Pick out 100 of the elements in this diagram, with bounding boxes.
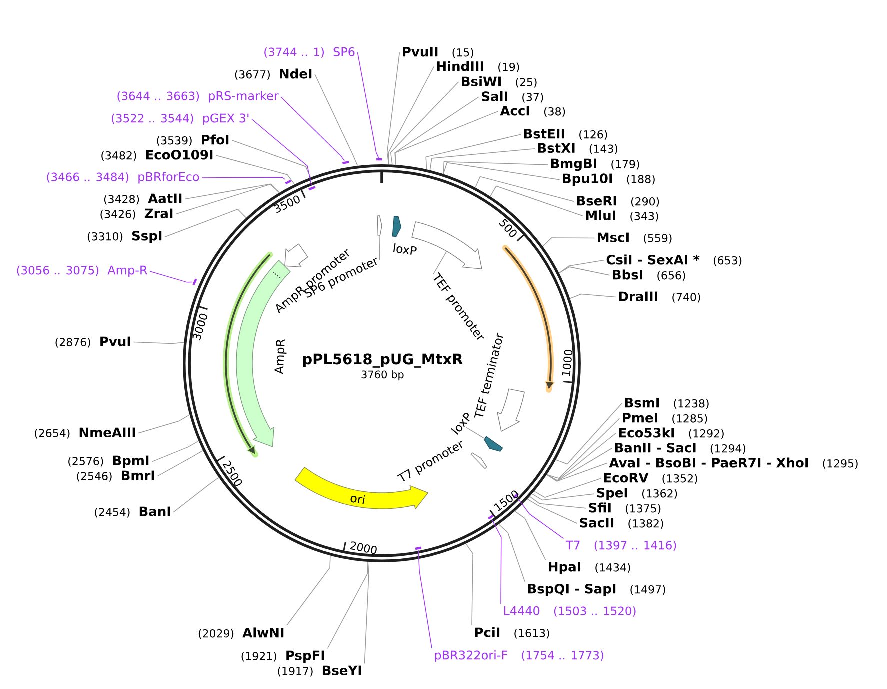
enzyme-name: PspFI xyxy=(286,650,324,663)
enzyme-name: PvuI xyxy=(100,336,130,346)
enzyme-name: PciI xyxy=(475,627,500,638)
cut-position: (740) xyxy=(672,292,700,303)
cut-position: (179) xyxy=(612,160,640,170)
leader-line xyxy=(395,111,498,166)
cut-position: (1352) xyxy=(662,474,698,484)
leader-line xyxy=(133,342,184,344)
primer-name: Amp-R xyxy=(108,266,148,278)
leader-line xyxy=(327,562,368,649)
enzyme-name: BbsI xyxy=(613,270,642,280)
primer-range: (3644 .. 3663) xyxy=(118,92,200,102)
enzyme-name: BspQI - SapI xyxy=(528,584,616,596)
primer-name: T7 xyxy=(566,540,580,550)
enzyme-name: HpaI xyxy=(549,562,580,574)
enzyme-name: HindIII xyxy=(437,61,484,72)
node-label: loxP xyxy=(393,243,417,255)
enzyme-name: AvaI - BsoBI - PaeR7I - XhoI xyxy=(609,458,808,468)
leader-line xyxy=(152,440,200,462)
leader-line xyxy=(176,184,280,215)
enzyme-name: SalI xyxy=(482,91,508,102)
enzyme-name: BstEII xyxy=(524,129,564,139)
orf-indicator xyxy=(223,252,274,458)
enzyme-name: SfiI xyxy=(589,502,611,513)
cut-position: (3426) xyxy=(100,210,136,220)
feature-block xyxy=(484,436,504,452)
enzyme-name: BsiWI xyxy=(462,76,501,86)
cut-position: (1497) xyxy=(630,585,666,596)
cut-position: (1238) xyxy=(674,399,709,410)
cut-position: (290) xyxy=(631,197,660,208)
enzyme-name: PfoI xyxy=(202,134,229,145)
enzyme-name: BseYI xyxy=(322,666,362,676)
enzyme-name: BanII - SacI xyxy=(615,442,696,453)
leader-line xyxy=(466,544,474,626)
cut-position: (653) xyxy=(714,256,742,266)
leader-line xyxy=(546,433,616,482)
leader-line xyxy=(546,463,608,482)
scale-label: 3000 xyxy=(192,314,208,341)
leader-line xyxy=(492,520,502,605)
cut-position: (2876) xyxy=(56,338,90,348)
leader-line xyxy=(518,499,564,540)
cut-position: (126) xyxy=(580,130,608,140)
enzyme-name: AccI xyxy=(500,106,530,116)
primer-name: pBRforEco xyxy=(138,172,200,184)
feature-block xyxy=(377,216,382,236)
enzyme-name: NdeI xyxy=(280,68,312,79)
enzyme-name: DraIII xyxy=(619,292,658,302)
cut-position: (25) xyxy=(516,78,537,88)
primer-mark xyxy=(513,493,519,499)
enzyme-name: CsiI - SexAI * xyxy=(606,254,700,265)
leader-line xyxy=(527,498,578,524)
cut-position: (3310) xyxy=(88,232,123,242)
primer-mark xyxy=(308,186,316,191)
enzyme-name: BanI xyxy=(140,506,170,516)
cut-position: (19) xyxy=(498,62,520,73)
cut-position: (2576) xyxy=(68,456,104,467)
enzyme-name: PvuII xyxy=(403,47,438,57)
leader-line xyxy=(534,478,602,498)
cut-position: (559) xyxy=(644,234,672,244)
leader-line xyxy=(514,511,546,560)
leader-line xyxy=(559,260,604,274)
cut-position: (2454) xyxy=(95,508,130,518)
cut-position: (15) xyxy=(452,48,474,58)
primer-range: (1397 .. 1416) xyxy=(594,540,676,552)
leader-line xyxy=(426,134,522,170)
primer-range: (3522 .. 3544) xyxy=(112,114,194,124)
primer-range: (1754 .. 1773) xyxy=(522,650,604,662)
enzyme-name: PmeI xyxy=(623,413,658,423)
enzyme-name: EcoO109I xyxy=(146,150,213,160)
leader-line xyxy=(164,208,247,238)
enzyme-name: EcoRV xyxy=(604,473,649,483)
enzyme-name: BmgBI xyxy=(551,158,596,172)
leader-line xyxy=(546,418,620,479)
leader-line xyxy=(173,477,220,513)
cut-position: (3428) xyxy=(104,194,140,205)
cut-position: (38) xyxy=(544,107,566,118)
cut-position: (188) xyxy=(627,174,655,185)
enzyme-name: BpmI xyxy=(113,456,149,468)
leader-line xyxy=(433,251,448,275)
cut-position: (1375) xyxy=(626,504,661,514)
cut-position: (1613) xyxy=(514,628,550,639)
cut-position: (2654) xyxy=(35,428,70,439)
enzyme-name: MscI xyxy=(598,232,629,242)
primer-mark xyxy=(415,546,422,550)
primer-mark xyxy=(192,278,198,286)
leader-line xyxy=(475,176,574,202)
leader-line xyxy=(314,74,358,166)
cut-position: (1921) xyxy=(242,652,276,662)
enzyme-name: SpeI xyxy=(597,488,628,500)
enzyme-name: Eco53kI xyxy=(619,428,674,438)
leader-line xyxy=(542,238,596,247)
cut-position: (3677) xyxy=(235,70,270,80)
leader-line xyxy=(157,450,204,477)
cut-position: (656) xyxy=(658,271,686,282)
enzyme-name: BseRI xyxy=(577,196,616,206)
cut-position: (2546) xyxy=(77,472,112,482)
primer-name: pGEX 3' xyxy=(203,114,249,126)
primer-mark xyxy=(376,158,382,161)
primer-range: (3056 .. 3075) xyxy=(17,266,99,276)
primer-range: (3744 .. 1) xyxy=(264,48,324,58)
